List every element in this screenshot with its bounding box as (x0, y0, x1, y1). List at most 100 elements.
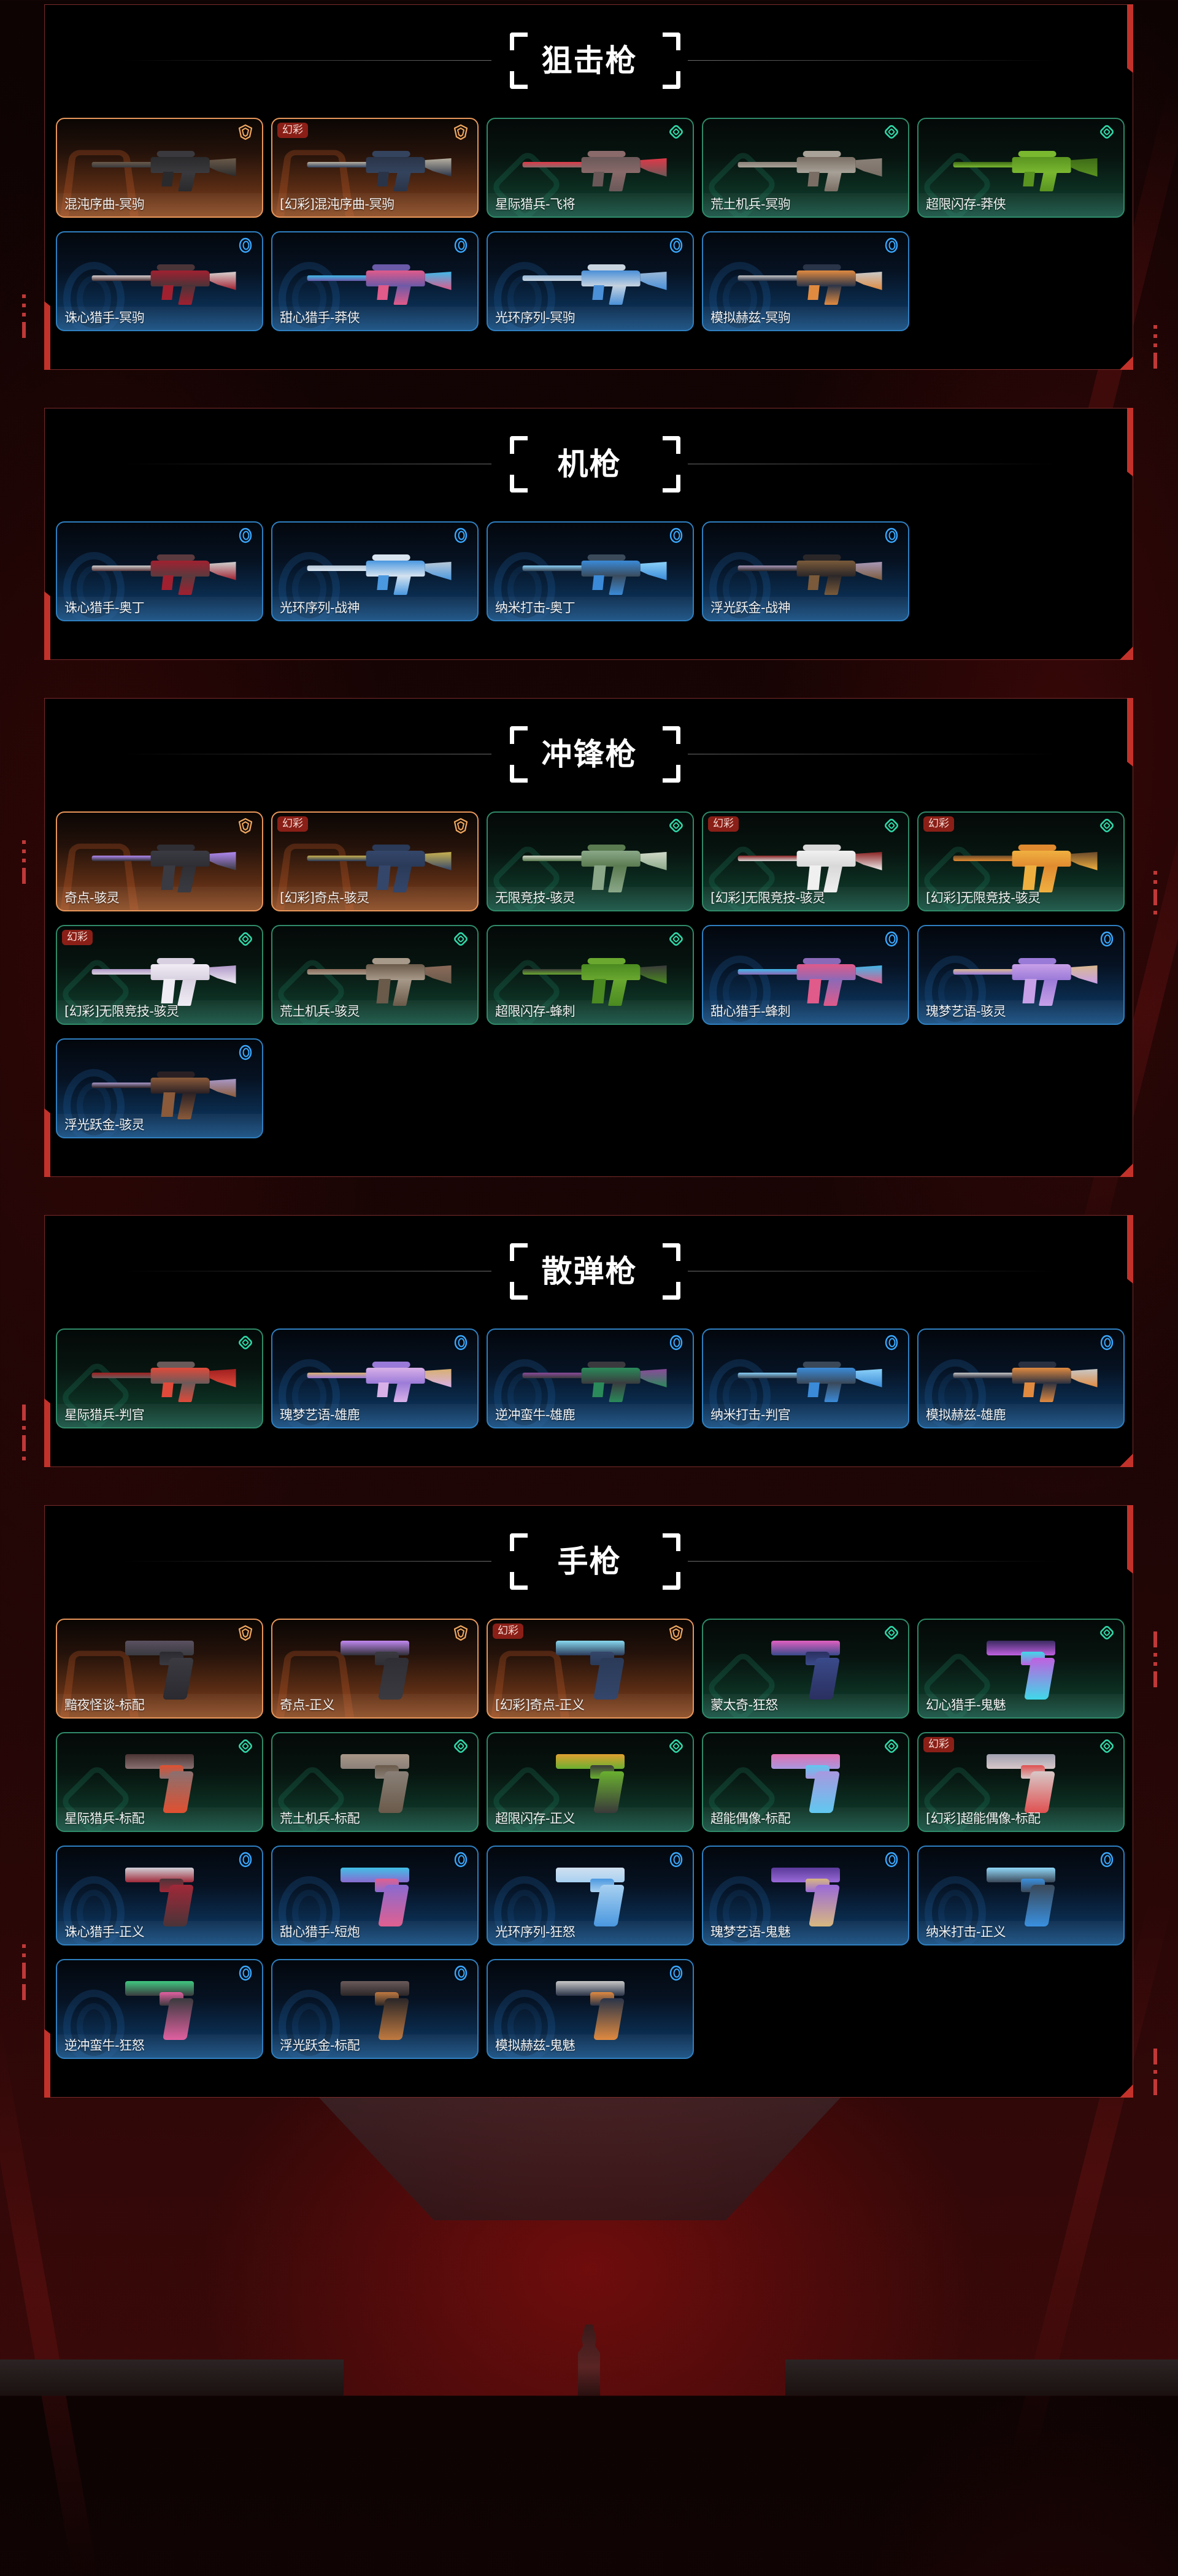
skin-card-1[interactable]: 诛心猎手-奥丁 (56, 521, 263, 621)
skin-card-5[interactable]: 模拟赫兹-雄鹿 (917, 1328, 1125, 1428)
skin-name: 诛心猎手-冥驹 (64, 310, 145, 325)
skin-card-1[interactable]: 星际猎兵-判官 (56, 1328, 263, 1428)
skin-card-4[interactable]: 蒙太奇-狂怒 (702, 1619, 909, 1719)
panel-corner-accent (1120, 1163, 1133, 1177)
ring-tier-icon (884, 1335, 899, 1351)
skin-name: 荒土机兵-骇灵 (280, 1004, 360, 1019)
skin-name: [幻彩]无限竞技-骇灵 (64, 1004, 179, 1019)
skin-card-15[interactable]: 纳米打击-正义 (917, 1846, 1125, 1945)
skin-card-3[interactable]: 纳米打击-奥丁 (487, 521, 694, 621)
skin-name: 荒土机兵-标配 (280, 1811, 360, 1826)
skin-card-1[interactable]: 混沌序曲-冥驹 (56, 118, 263, 218)
section-header: 手枪 (45, 1533, 1133, 1590)
skin-card-5[interactable]: 幻心猎手-鬼魅 (917, 1619, 1125, 1719)
skin-card-8[interactable]: 超限闪存-正义 (487, 1732, 694, 1832)
skin-card-6[interactable]: [幻彩]无限竞技-骇灵 幻彩 (56, 925, 263, 1025)
diamond-tier-icon (668, 124, 684, 140)
skin-card-10[interactable]: 瑰梦艺语-骇灵 (917, 925, 1125, 1025)
label-band (918, 193, 1123, 217)
skin-card-5[interactable]: 超限闪存-莽侠 (917, 118, 1125, 218)
label-band (57, 887, 262, 910)
skin-card-3[interactable]: 逆冲蛮牛-雄鹿 (487, 1328, 694, 1428)
skin-name: 瑰梦艺语-雄鹿 (280, 1408, 360, 1422)
skin-card-8[interactable]: 光环序列-冥驹 (487, 231, 694, 331)
label-band (57, 1404, 262, 1427)
label-band (57, 597, 262, 620)
skin-grid: 混沌序曲-冥驹 [幻彩]混沌序曲-冥驹 幻彩 星际猎兵-飞将 荒土机兵-冥驹 (56, 118, 1133, 331)
pentagon-tier-icon (453, 1625, 469, 1641)
weapon-image (737, 263, 885, 306)
weapon-image (307, 263, 455, 306)
diamond-tier-icon (1099, 1625, 1115, 1641)
skin-card-2[interactable]: [幻彩]混沌序曲-冥驹 幻彩 (271, 118, 479, 218)
skin-card-9[interactable]: 超能偶像-标配 (702, 1732, 909, 1832)
skin-card-2[interactable]: 奇点-正义 (271, 1619, 479, 1719)
ring-tier-icon (237, 1965, 253, 1981)
skin-card-17[interactable]: 浮光跃金-标配 (271, 1959, 479, 2059)
skin-card-4[interactable]: [幻彩]无限竞技-骇灵 幻彩 (702, 811, 909, 911)
skin-card-4[interactable]: 浮光跃金-战神 (702, 521, 909, 621)
skin-card-6[interactable]: 星际猎兵-标配 (56, 1732, 263, 1832)
label-band (57, 1921, 262, 1944)
weapon-image (556, 1860, 642, 1928)
skin-card-10[interactable]: [幻彩]超能偶像-标配 幻彩 (917, 1732, 1125, 1832)
skin-card-7[interactable]: 甜心猎手-莽侠 (271, 231, 479, 331)
skin-card-6[interactable]: 诛心猎手-冥驹 (56, 231, 263, 331)
skin-name: 奇点-骇灵 (64, 891, 120, 905)
right-dash-decoration (1153, 1631, 1157, 1693)
skin-card-4[interactable]: 纳米打击-判官 (702, 1328, 909, 1428)
skin-card-7[interactable]: 荒土机兵-标配 (271, 1732, 479, 1832)
skin-card-3[interactable]: 星际猎兵-飞将 (487, 118, 694, 218)
weapon-image (556, 1633, 642, 1701)
skin-name: 无限竞技-骇灵 (495, 891, 576, 905)
skin-card-9[interactable]: 甜心猎手-蜂刺 (702, 925, 909, 1025)
skin-name: 甜心猎手-莽侠 (280, 310, 360, 325)
left-bracket-icon (510, 436, 528, 493)
skin-card-5[interactable]: [幻彩]无限竞技-骇灵 幻彩 (917, 811, 1125, 911)
skin-card-2[interactable]: 光环序列-战神 (271, 521, 479, 621)
skin-name: 光环序列-冥驹 (495, 310, 576, 325)
skin-card-2[interactable]: [幻彩]奇点-骇灵 幻彩 (271, 811, 479, 911)
left-bracket-icon (510, 1533, 528, 1590)
skin-card-18[interactable]: 模拟赫兹-鬼魅 (487, 1959, 694, 2059)
ring-tier-icon (1099, 1852, 1115, 1868)
skin-catalog-page: 狙击枪 混沌序曲-冥驹 [幻彩]混沌序曲-冥驹 幻彩 星际猎兵-飞将 (0, 4, 1178, 2136)
right-dash-decoration (1153, 325, 1157, 374)
skin-card-9[interactable]: 模拟赫兹-冥驹 (702, 231, 909, 331)
weapon-section-3: 冲锋枪 奇点-骇灵 [幻彩]奇点-骇灵 幻彩 无限竞技-骇灵 (44, 698, 1133, 1177)
weapon-image (771, 1633, 857, 1701)
right-bracket-icon (663, 726, 680, 783)
skin-card-7[interactable]: 荒土机兵-骇灵 (271, 925, 479, 1025)
skin-card-12[interactable]: 甜心猎手-短炮 (271, 1846, 479, 1945)
diamond-tier-icon (668, 1738, 684, 1754)
skin-card-4[interactable]: 荒土机兵-冥驹 (702, 118, 909, 218)
skin-card-14[interactable]: 瑰梦艺语-鬼魅 (702, 1846, 909, 1945)
diamond-tier-icon (237, 1738, 253, 1754)
diamond-tier-icon (668, 818, 684, 834)
section-header: 狙击枪 (45, 33, 1133, 89)
skin-card-1[interactable]: 黯夜怪谈-标配 (56, 1619, 263, 1719)
skin-name: 超限闪存-正义 (495, 1811, 576, 1826)
skin-card-1[interactable]: 奇点-骇灵 (56, 811, 263, 911)
skin-card-2[interactable]: 瑰梦艺语-雄鹿 (271, 1328, 479, 1428)
skin-name: 瑰梦艺语-鬼魅 (710, 1925, 791, 1939)
ring-tier-icon (884, 1852, 899, 1868)
ring-tier-icon (668, 1852, 684, 1868)
iridescent-badge: 幻彩 (62, 930, 93, 945)
skin-name: [幻彩]奇点-正义 (495, 1698, 585, 1712)
weapon-image (307, 553, 455, 596)
weapon-image (125, 1633, 211, 1701)
weapon-section-2: 机枪 诛心猎手-奥丁 光环序列-战神 纳米打击-奥丁 (44, 408, 1133, 660)
skin-name: 混沌序曲-冥驹 (64, 197, 145, 212)
skin-card-11[interactable]: 浮光跃金-骇灵 (56, 1038, 263, 1138)
diamond-tier-icon (1099, 1738, 1115, 1754)
iridescent-badge: 幻彩 (277, 123, 308, 138)
skin-card-3[interactable]: 无限竞技-骇灵 (487, 811, 694, 911)
skin-card-16[interactable]: 逆冲蛮牛-狂怒 (56, 1959, 263, 2059)
skin-card-8[interactable]: 超限闪存-蜂刺 (487, 925, 694, 1025)
skin-card-3[interactable]: [幻彩]奇点-正义 幻彩 (487, 1619, 694, 1719)
weapon-image (522, 150, 670, 193)
iridescent-badge: 幻彩 (493, 1623, 523, 1639)
skin-card-11[interactable]: 诛心猎手-正义 (56, 1846, 263, 1945)
skin-card-13[interactable]: 光环序列-狂怒 (487, 1846, 694, 1945)
